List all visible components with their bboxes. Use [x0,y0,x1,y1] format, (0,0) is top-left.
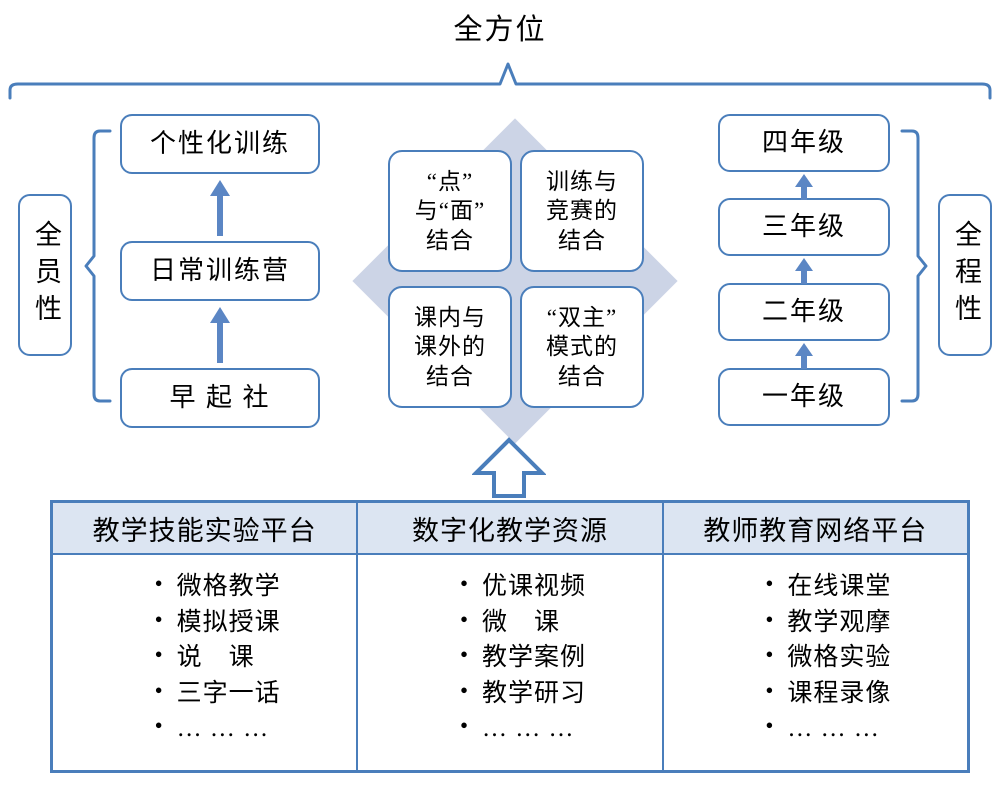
right-group-label: 全程性 [938,194,992,356]
center-cell-0: “点” 与“面” 结合 [388,150,512,272]
left-group-label: 全员性 [18,194,72,356]
right-box-0: 四年级 [718,114,890,172]
list-item: 教学案例 [460,639,586,676]
table-list-1: 优课视频 微 课 教学案例 教学研习 … … … [434,568,586,747]
table-header-1: 数字化教学资源 [358,503,662,555]
table-body-2: 在线课堂 教学观摩 微格实验 课程录像 … … … [664,555,967,753]
right-box-3: 一年级 [718,368,890,426]
table-body-1: 优课视频 微 课 教学案例 教学研习 … … … [358,555,661,753]
list-item: 说 课 [155,639,281,676]
left-box-2: 早 起 社 [120,368,320,428]
table-header-2: 教师教育网络平台 [663,503,967,555]
left-bracket [84,129,112,403]
list-item: 微 课 [460,604,586,641]
right-box-1: 三年级 [718,198,890,256]
page-title: 全方位 [453,14,547,46]
table-column-0: 教学技能实验平台 微格教学 模拟授课 说 课 三字一话 … … … [53,503,359,770]
top-brace [8,62,992,100]
center-cell-3-text: “双主” 模式的 结合 [546,304,618,389]
list-item: 微格教学 [155,568,281,605]
table-list-2: 在线课堂 教学观摩 微格实验 课程录像 … … … [739,568,891,747]
list-item: 三字一话 [155,675,281,712]
right-arrow-up-icon-1 [795,258,813,284]
list-item: 微格实验 [765,639,891,676]
list-item: … … … [155,710,281,747]
right-box-2: 二年级 [718,283,890,341]
center-cell-0-text: “点” 与“面” 结合 [414,168,486,253]
left-arrow-up-icon-0 [210,180,230,236]
center-cell-2-text: 课内与 课外的 结合 [414,304,486,389]
right-arrow-up-icon-0 [795,174,813,200]
list-item: 教学研习 [460,675,586,712]
left-box-1: 日常训练营 [120,241,320,301]
platform-table: 教学技能实验平台 微格教学 模拟授课 说 课 三字一话 … … … 数字化教学资… [50,500,970,773]
list-item: 模拟授课 [155,604,281,641]
list-item: … … … [460,710,586,747]
table-header-0: 教学技能实验平台 [53,503,357,555]
table-column-1: 数字化教学资源 优课视频 微 课 教学案例 教学研习 … … … [358,503,664,770]
up-arrow-icon [472,437,546,498]
center-cell-1: 训练与 竞赛的 结合 [520,150,644,272]
left-arrow-up-icon-1 [210,307,230,363]
right-arrow-up-icon-2 [795,343,813,369]
table-list-0: 微格教学 模拟授课 说 课 三字一话 … … … [129,568,281,747]
right-bracket [900,129,928,403]
list-item: 教学观摩 [765,604,891,641]
table-column-2: 教师教育网络平台 在线课堂 教学观摩 微格实验 课程录像 … … … [663,503,967,770]
list-item: 优课视频 [460,568,586,605]
list-item: 课程录像 [765,675,891,712]
center-cell-2: 课内与 课外的 结合 [388,286,512,408]
center-cell-3: “双主” 模式的 结合 [520,286,644,408]
list-item: … … … [765,710,891,747]
table-body-0: 微格教学 模拟授课 说 课 三字一话 … … … [53,555,356,753]
center-cell-1-text: 训练与 竞赛的 结合 [546,168,618,253]
left-box-0: 个性化训练 [120,114,320,174]
list-item: 在线课堂 [765,568,891,605]
